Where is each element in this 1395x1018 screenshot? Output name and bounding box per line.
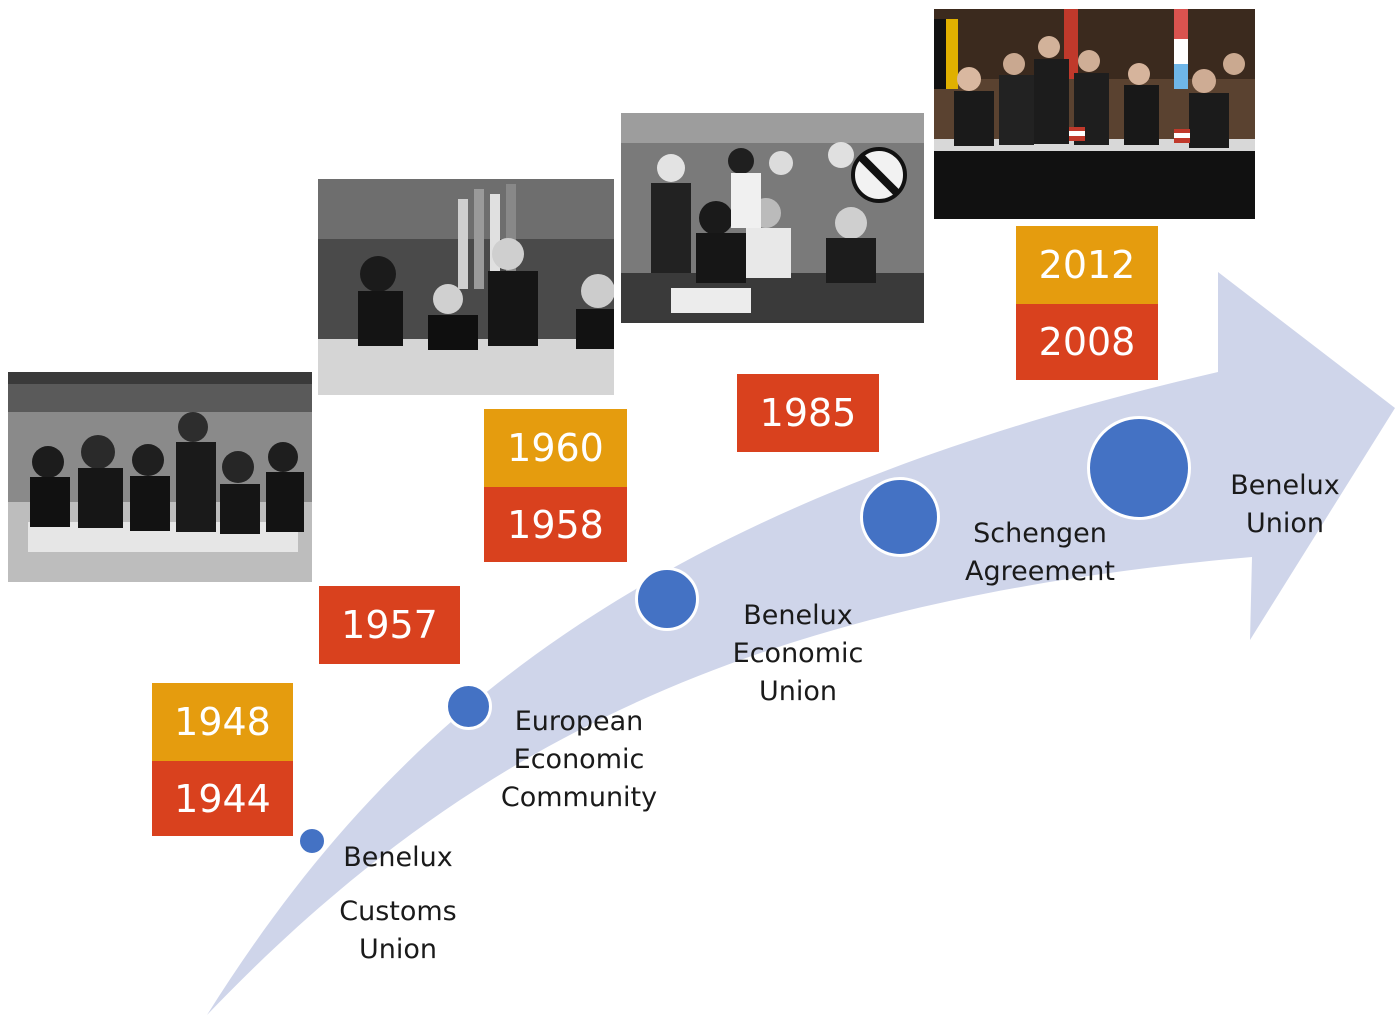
milestone-label: Benelux [343,842,453,873]
year-badge: 1957 [319,586,460,664]
milestone-dot [1087,416,1191,520]
photo-1944-signing [8,372,312,582]
photo-1957-signing [318,179,614,395]
milestone-dot [445,683,492,730]
year-badge: 2012 [1016,226,1158,304]
year-badge: 1985 [737,374,879,452]
photo-1985-signing [621,113,924,323]
milestone-label: Schengen Agreement [965,518,1115,587]
year-badge: 1960 [484,409,627,487]
year-badge: 2008 [1016,304,1158,380]
milestone-dot [860,477,940,557]
milestone-dot [297,826,327,856]
year-badge: 1944 [152,761,293,836]
milestone-label: Benelux Union [1230,470,1340,539]
photo-2008-signing [934,9,1255,219]
year-badge: 1948 [152,683,293,761]
milestone-label-secondary: Customs Union [339,896,457,965]
milestone-dot [635,567,699,631]
milestone-label: European Economic Community [500,706,658,813]
milestone-label: Benelux Economic Union [732,600,864,707]
year-badge: 1958 [484,487,627,562]
